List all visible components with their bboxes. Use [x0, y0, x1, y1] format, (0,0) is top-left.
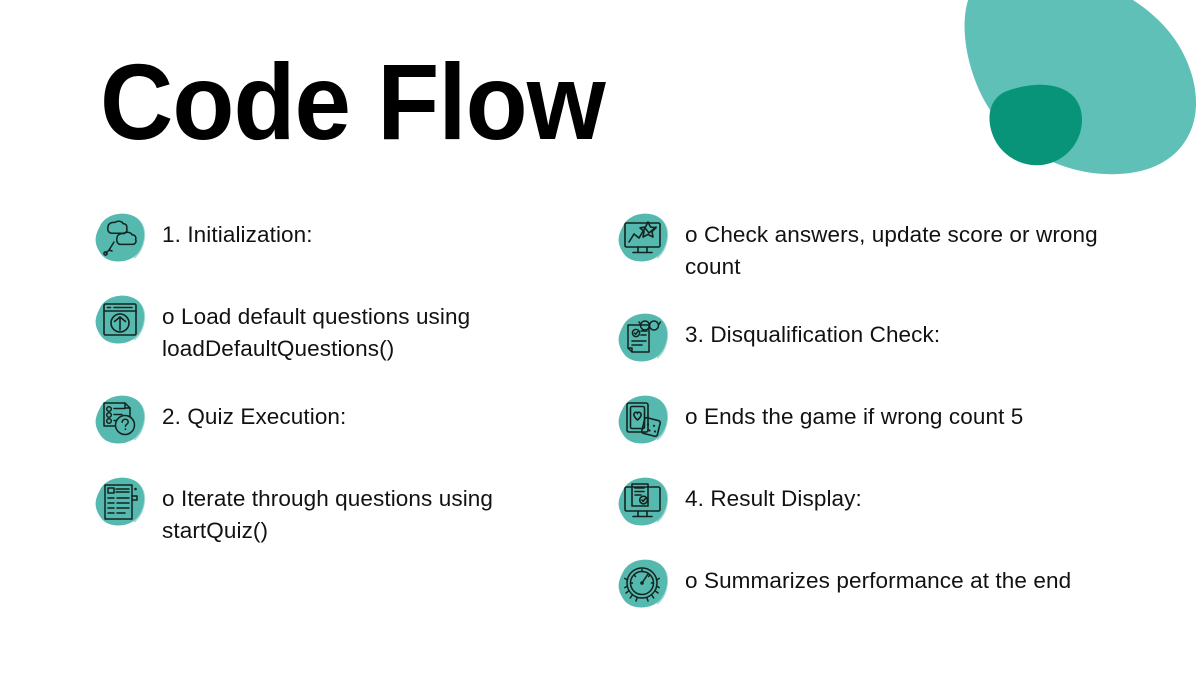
list-item[interactable]: 3. Disqualification Check: — [615, 310, 1115, 366]
list-item[interactable]: o Ends the game if wrong count 5 — [615, 392, 1115, 448]
list-item-label: 4. Result Display: — [685, 485, 862, 511]
list-item[interactable]: 4. Result Display: — [615, 474, 1115, 530]
list-item[interactable]: o Summarizes performance at the end — [615, 556, 1115, 612]
list-item[interactable]: o Check answers, update score or wrong c… — [615, 210, 1115, 284]
list-item[interactable]: 2. Quiz Execution: — [92, 392, 592, 448]
list-item[interactable]: o Iterate through questions using startQ… — [92, 474, 592, 548]
list-item-label: o Iterate through questions using startQ… — [162, 485, 494, 544]
blob-small — [989, 84, 1083, 166]
right-column: o Check answers, update score or wrong c… — [615, 210, 1115, 636]
cards-dice-icon — [615, 392, 671, 448]
list-item-label: 1. Initialization: — [162, 222, 313, 247]
monitor-report-icon — [615, 474, 671, 530]
list-item-label: o Load default questions using loadDefau… — [162, 304, 471, 362]
list-item-label: o Check answers, update score or wrong c… — [685, 222, 1098, 280]
list-item-label: o Summarizes performance at the end — [685, 567, 1072, 593]
page-title: Code Flow — [100, 41, 606, 162]
list-item[interactable]: 1. Initialization: — [92, 210, 592, 266]
quiz-checklist-icon — [92, 392, 148, 448]
document-glasses-icon — [615, 310, 671, 366]
speedometer-icon — [615, 556, 671, 612]
corner-decoration — [940, 0, 1200, 190]
monitor-chart-icon — [615, 210, 671, 266]
list-item-label: 2. Quiz Execution: — [162, 403, 347, 429]
document-list-icon — [92, 474, 148, 530]
browser-download-icon — [92, 292, 148, 348]
list-item-label: o Ends the game if wrong count 5 — [685, 403, 1024, 429]
list-item-label: 3. Disqualification Check: — [685, 321, 941, 347]
blob-large — [964, 0, 1197, 175]
left-column: 1. Initialization: o Load default questi… — [92, 210, 592, 572]
list-item[interactable]: o Load default questions using loadDefau… — [92, 292, 592, 366]
speech-bubbles-icon — [92, 210, 148, 266]
